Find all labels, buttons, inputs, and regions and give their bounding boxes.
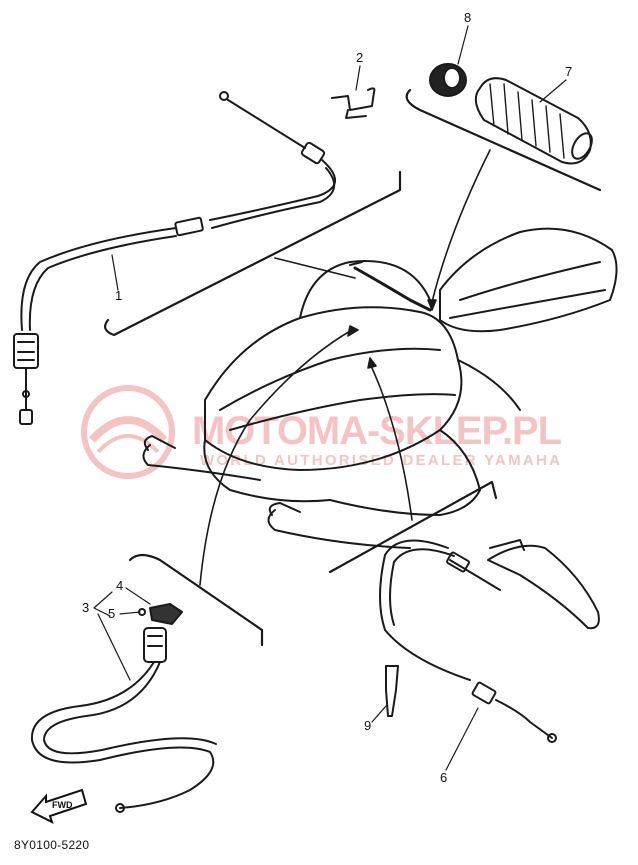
callout-3: 3 — [82, 600, 89, 615]
section-brackets — [104, 88, 602, 647]
callout-7: 7 — [565, 64, 572, 79]
callout-1: 1 — [115, 288, 122, 303]
fwd-label: FWD — [52, 800, 73, 810]
callout-6: 6 — [440, 770, 447, 785]
bracket-brake — [328, 480, 498, 574]
brake-assembly — [379, 539, 600, 743]
watermark-logo-wave — [89, 416, 167, 443]
grip-assembly — [429, 63, 593, 165]
brake-lever — [487, 544, 600, 630]
bracket-switch — [128, 553, 264, 647]
snowmobile-body — [142, 227, 618, 549]
callout-9: 9 — [364, 718, 371, 733]
leader-lines — [199, 149, 491, 586]
bracket-grip — [405, 88, 602, 192]
callout-5: 5 — [108, 606, 115, 621]
watermark-logo-icon — [81, 385, 175, 479]
watermark-sub-text: WORLD AUTHORISED DEALER YAMAHA — [200, 452, 560, 469]
clip-part — [331, 87, 376, 119]
callout-2: 2 — [356, 50, 363, 65]
cable-tie — [385, 665, 399, 717]
watermark-main-text: MOTOMA-SKLEP.PL — [192, 409, 562, 453]
callout-8: 8 — [464, 10, 471, 25]
callouts: 1 2 8 7 4 3 5 9 6 — [82, 10, 572, 785]
callout-4: 4 — [116, 578, 123, 593]
watermark: MOTOMA-SKLEP.PL WORLD AUTHORISED DEALER … — [81, 385, 562, 479]
fwd-arrow-icon: FWD — [30, 788, 88, 824]
bracket-throttle — [104, 170, 402, 337]
throttle-cable — [13, 91, 336, 425]
switch-assembly — [30, 603, 217, 813]
diagram-code: 8Y0100-5220 — [14, 838, 90, 852]
